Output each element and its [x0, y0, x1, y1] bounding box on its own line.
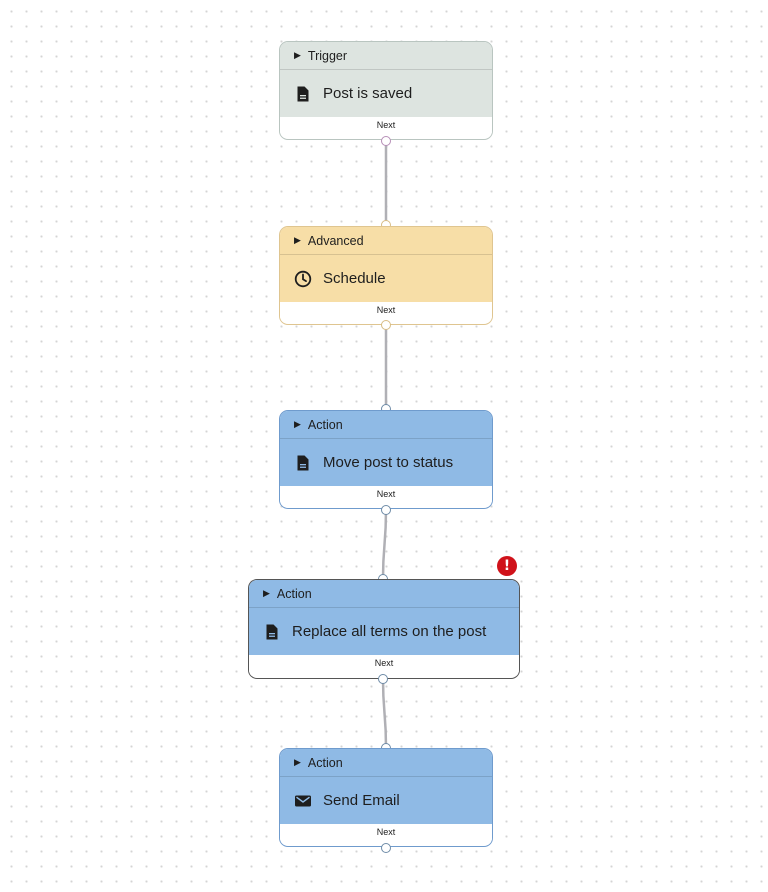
- node-title: Schedule: [323, 270, 386, 287]
- node-header[interactable]: ▶ Trigger: [280, 42, 492, 70]
- trigger-output-handle[interactable]: [381, 136, 391, 146]
- advanced-node-schedule[interactable]: ▶ Advanced Schedule Next: [279, 226, 493, 325]
- envelope-icon: [294, 792, 312, 810]
- expand-triangle-icon[interactable]: ▶: [294, 757, 301, 767]
- edge-move-post-to-replace-terms: [381, 509, 388, 579]
- document-icon: [294, 85, 312, 103]
- send-email-output-handle[interactable]: [381, 843, 391, 853]
- node-footer: Next: [249, 655, 519, 676]
- action-node-move-post[interactable]: ▶ Action Move post to status Next: [279, 410, 493, 509]
- node-kind-label: Advanced: [307, 233, 364, 248]
- node-title: Send Email: [323, 792, 400, 809]
- error-alert-icon[interactable]: !: [497, 556, 517, 576]
- node-body: Replace all terms on the post: [249, 608, 519, 655]
- node-title: Move post to status: [323, 454, 454, 471]
- replace-terms-output-handle[interactable]: [378, 674, 388, 684]
- node-header[interactable]: ▶ Action: [280, 749, 492, 777]
- node-kind-label: Action: [276, 586, 312, 601]
- node-header[interactable]: ▶ Advanced: [280, 227, 492, 255]
- node-footer: Next: [280, 302, 492, 323]
- clock-icon: [294, 270, 312, 288]
- node-kind-label: Action: [307, 417, 343, 432]
- action-node-send-email[interactable]: ▶ Action Send Email Next: [279, 748, 493, 847]
- node-body: Send Email: [280, 777, 492, 824]
- node-title: Replace all terms on the post: [292, 623, 487, 640]
- node-kind-label: Trigger: [307, 48, 348, 63]
- expand-triangle-icon[interactable]: ▶: [294, 419, 301, 429]
- expand-triangle-icon[interactable]: ▶: [263, 588, 270, 598]
- expand-triangle-icon[interactable]: ▶: [294, 235, 301, 245]
- node-header[interactable]: ▶ Action: [280, 411, 492, 439]
- document-icon: [294, 454, 312, 472]
- expand-triangle-icon[interactable]: ▶: [294, 50, 301, 60]
- node-title: Post is saved: [323, 85, 413, 102]
- document-icon: [263, 623, 281, 641]
- node-body: Schedule: [280, 255, 492, 302]
- node-footer: Next: [280, 117, 492, 138]
- move-post-output-handle[interactable]: [381, 505, 391, 515]
- trigger-node-post-saved[interactable]: ▶ Trigger Post is saved Next: [279, 41, 493, 140]
- node-header[interactable]: ▶ Action: [249, 580, 519, 608]
- node-kind-label: Action: [307, 755, 343, 770]
- edge-replace-terms-to-send-email: [381, 678, 388, 748]
- node-footer: Next: [280, 486, 492, 507]
- action-node-replace-terms[interactable]: ▶ Action Replace all terms on the post N…: [248, 579, 520, 679]
- node-body: Move post to status: [280, 439, 492, 486]
- schedule-output-handle[interactable]: [381, 320, 391, 330]
- node-footer: Next: [280, 824, 492, 845]
- node-body: Post is saved: [280, 70, 492, 117]
